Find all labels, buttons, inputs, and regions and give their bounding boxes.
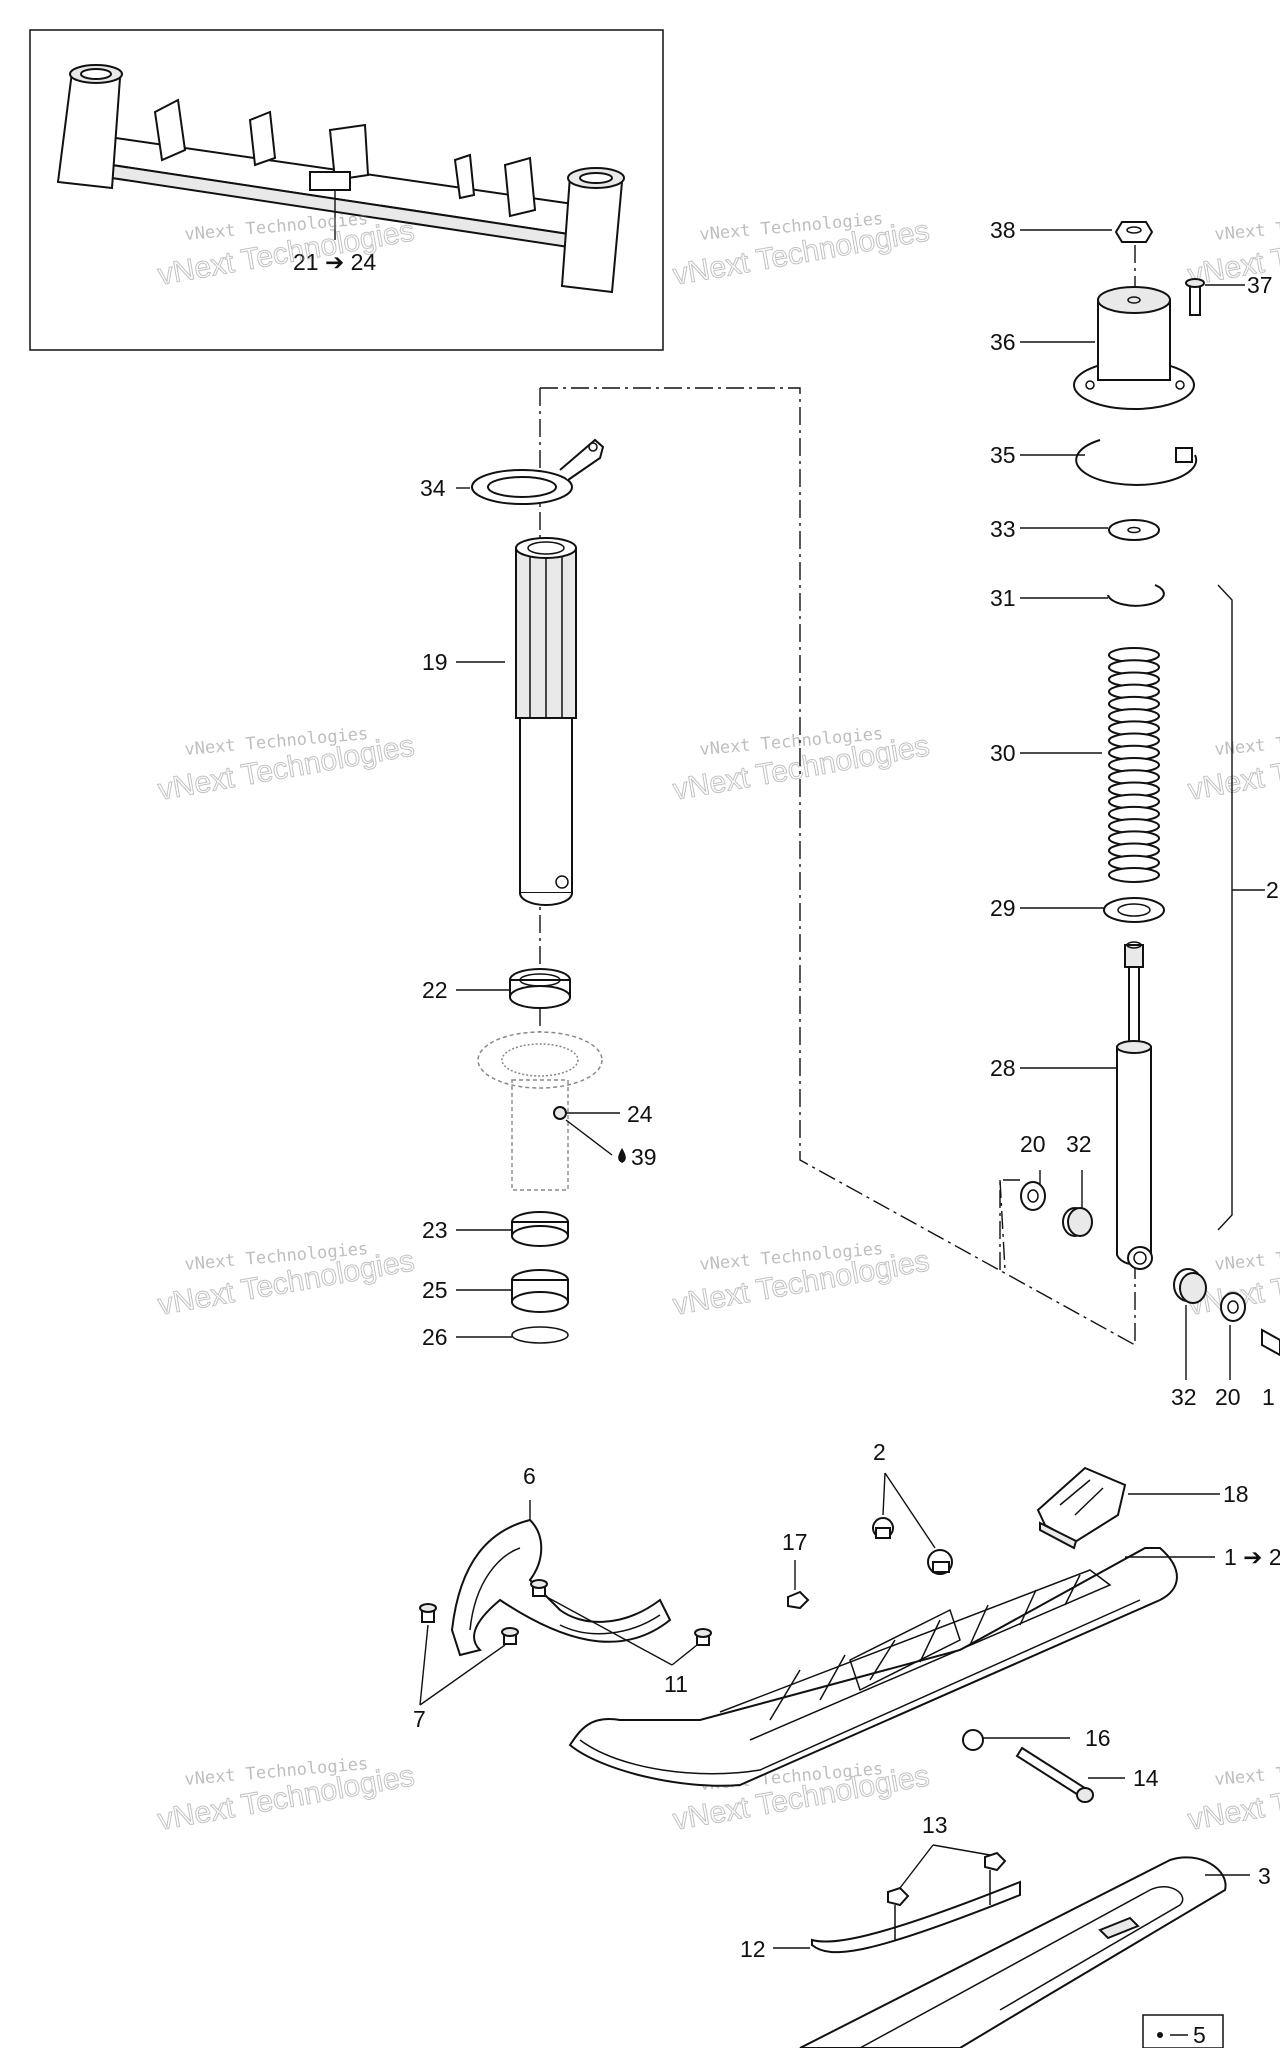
- frame-reference-label: 21 ➔ 24: [293, 249, 376, 275]
- ski-runner-3: [799, 1856, 1227, 2048]
- callout-7: 7: [413, 1706, 426, 1732]
- bushing-2-a: [872, 1517, 894, 1539]
- bolt-14: [1015, 1746, 1094, 1803]
- legend-box: [1142, 2014, 1224, 2048]
- spindle-19: [515, 537, 577, 906]
- callout-24: 24: [627, 1101, 653, 1127]
- bushing-32-right: [1173, 1268, 1207, 1304]
- callout-26: 26: [422, 1324, 448, 1350]
- legend-dot-icon: [1157, 2032, 1163, 2038]
- bolt-11-a: [530, 1579, 548, 1597]
- callout-33: 33: [990, 516, 1016, 542]
- bolt-15: [1261, 1328, 1280, 1357]
- callout-17: 17: [782, 1529, 808, 1555]
- bolt-7-a: [419, 1603, 437, 1623]
- callout-15: 1: [1262, 1384, 1275, 1410]
- bushing-25: [511, 1269, 569, 1313]
- ski-handle-6: [450, 1518, 672, 1657]
- spindle-ring-34: [471, 438, 605, 505]
- callout-37: 37: [1247, 272, 1273, 298]
- nut-38: [1114, 221, 1154, 243]
- assembly-guide-line: [540, 387, 1136, 1346]
- callout-18: 18: [1223, 1481, 1249, 1507]
- inset-frame-border: [29, 29, 664, 351]
- front-axle-frame: [56, 64, 625, 294]
- callout-27: 2: [1266, 877, 1279, 903]
- washer-16: [962, 1729, 984, 1751]
- callout-6: 6: [523, 1463, 536, 1489]
- callout-16: 16: [1085, 1725, 1111, 1751]
- callout-14: 14: [1133, 1765, 1159, 1791]
- skag-12: [811, 1870, 1021, 1954]
- callout-20-right: 20: [1215, 1384, 1241, 1410]
- shock-top-mount-36: [1073, 286, 1195, 410]
- callout-19: 19: [422, 649, 448, 675]
- bolt-37: [1185, 278, 1205, 316]
- callout-20-left: 20: [1020, 1131, 1046, 1157]
- watermark-text: vNext Technologies: [1214, 209, 1280, 245]
- callout-32-right: 32: [1171, 1384, 1197, 1410]
- callout-23: 23: [422, 1217, 448, 1243]
- assembly-guide-line: [999, 1179, 1020, 1270]
- shock-assembly-bracket: [1217, 584, 1265, 1231]
- callout-36: 36: [990, 329, 1016, 355]
- bushing-2-b: [927, 1549, 953, 1575]
- callout-29: 29: [990, 895, 1016, 921]
- spindle-housing-flange: [477, 1031, 603, 1191]
- callout-25: 25: [422, 1277, 448, 1303]
- callout-31: 31: [990, 585, 1016, 611]
- callout-39: 39: [631, 1144, 657, 1170]
- shock-absorber-28: [1116, 941, 1153, 1270]
- washer-33: [1108, 519, 1160, 541]
- callout-28: 28: [990, 1055, 1016, 1081]
- spring-30: [1108, 647, 1160, 883]
- washer-20-right: [1220, 1292, 1246, 1322]
- spring-coil: [1108, 867, 1160, 883]
- callout-34: 34: [420, 475, 446, 501]
- callout-2: 2: [873, 1439, 886, 1465]
- nut-13-a: [887, 1886, 910, 1907]
- callout-35: 35: [990, 442, 1016, 468]
- callout-30: 30: [990, 740, 1016, 766]
- leader-lines: [419, 229, 1250, 1949]
- assembly-guide-line: [999, 1179, 1006, 1271]
- bolt-11-b: [694, 1628, 712, 1646]
- callout-32-left: 32: [1066, 1131, 1092, 1157]
- washer-20-left: [1020, 1181, 1046, 1211]
- grease-drop-icon: [618, 1148, 626, 1163]
- spring-seat-29: [1103, 897, 1165, 923]
- spring-retainer-31: [1107, 584, 1165, 607]
- callout-38: 38: [990, 217, 1016, 243]
- watermark-text: vNext Technologies: [1214, 1239, 1280, 1275]
- retaining-clip-35: [1075, 439, 1198, 486]
- ski-pad-18: [1036, 1466, 1127, 1550]
- bushing-32-left: [1062, 1207, 1093, 1237]
- callout-12: 12: [740, 1936, 766, 1962]
- watermark-text: vNext Technologies: [1214, 724, 1280, 760]
- nut-13-b: [984, 1851, 1007, 1872]
- bushing-22: [509, 968, 571, 1009]
- callout-22: 22: [422, 977, 448, 1003]
- circlip-26: [511, 1326, 569, 1344]
- nut-17: [787, 1590, 810, 1610]
- ski-1: [568, 1547, 1178, 1787]
- callout-5: 5: [1193, 2022, 1206, 2048]
- watermark-text: vNext Technologies: [1214, 1754, 1280, 1790]
- callout-3: 3: [1258, 1863, 1271, 1889]
- callout-13: 13: [922, 1812, 948, 1838]
- bolt-7-b: [501, 1627, 519, 1645]
- callout-11: 11: [664, 1671, 688, 1697]
- callout-1-2: 1 ➔ 2: [1224, 1544, 1280, 1570]
- bushing-23: [511, 1211, 569, 1247]
